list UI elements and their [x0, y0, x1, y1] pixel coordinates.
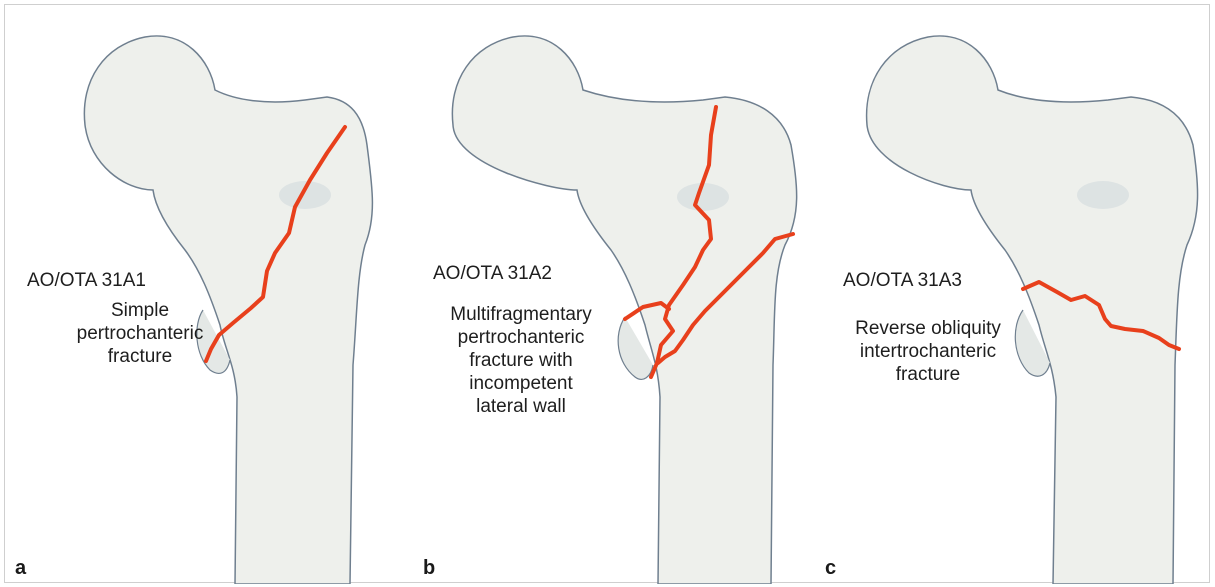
panel-b: AO/OTA 31A2 Multifragmentary pertrochant…	[413, 5, 813, 584]
femur-illustration-b	[413, 5, 813, 584]
classification-code-b: AO/OTA 31A2	[433, 263, 552, 285]
panel-letter-c: c	[825, 557, 836, 580]
description-line: Reverse obliquity	[838, 317, 1018, 340]
description-line: fracture	[838, 363, 1018, 386]
description-line: fracture	[50, 345, 230, 368]
trochanter-fossa-c	[1077, 181, 1129, 209]
classification-code-a: AO/OTA 31A1	[27, 270, 146, 292]
description-line: Simple	[50, 299, 230, 322]
description-line: Multifragmentary	[421, 303, 621, 326]
femur-illustration-a	[5, 5, 405, 584]
classification-code-c: AO/OTA 31A3	[843, 270, 962, 292]
description-b: Multifragmentary pertrochanteric fractur…	[421, 303, 621, 418]
description-line: pertrochanteric	[50, 322, 230, 345]
figure-frame: AO/OTA 31A1 Simple pertrochanteric fract…	[4, 4, 1210, 583]
femur-bone-c	[867, 36, 1198, 584]
panel-letter-a: a	[15, 557, 26, 580]
description-c: Reverse obliquity intertrochanteric frac…	[838, 317, 1018, 386]
description-line: lateral wall	[421, 395, 621, 418]
panel-c: AO/OTA 31A3 Reverse obliquity intertroch…	[813, 5, 1211, 584]
description-line: fracture with	[421, 349, 621, 372]
description-line: pertrochanteric	[421, 326, 621, 349]
panel-a: AO/OTA 31A1 Simple pertrochanteric fract…	[5, 5, 405, 584]
description-line: intertrochanteric	[838, 340, 1018, 363]
panel-letter-b: b	[423, 557, 435, 580]
description-line: incompetent	[421, 372, 621, 395]
femur-illustration-c	[813, 5, 1211, 584]
description-a: Simple pertrochanteric fracture	[50, 299, 230, 368]
